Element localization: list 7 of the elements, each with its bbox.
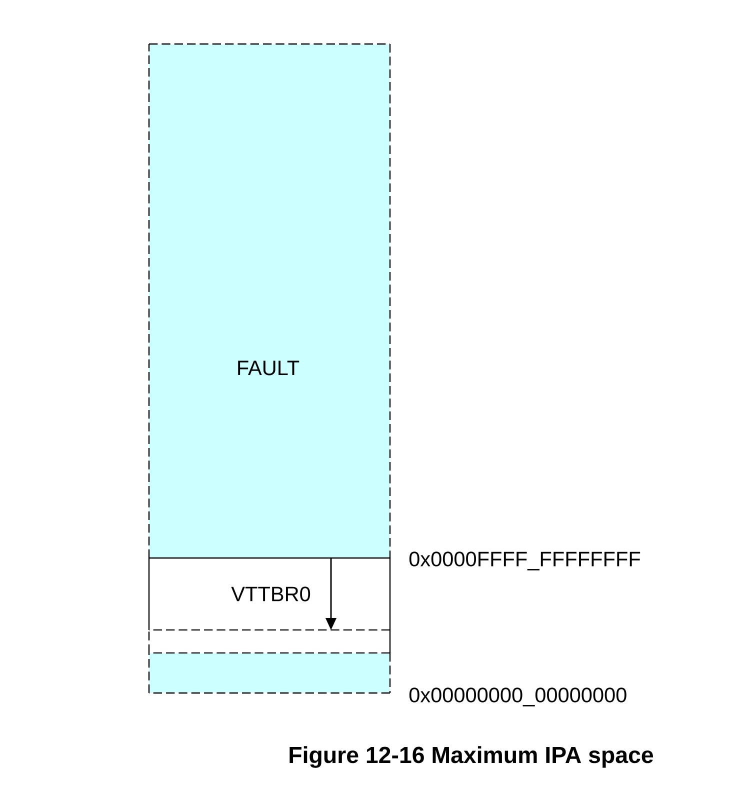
memory-region: FAULT [148, 43, 391, 558]
figure-caption: Figure 12-16 Maximum IPA space [290, 746, 654, 768]
memory-region [148, 653, 391, 694]
memory-region [148, 630, 391, 654]
address-label: 0x00000000_00000000 [409, 688, 626, 706]
memory-region: VTTBR0 [148, 557, 391, 631]
address-label: 0x0000FFFF_FFFFFFFF [409, 552, 640, 570]
